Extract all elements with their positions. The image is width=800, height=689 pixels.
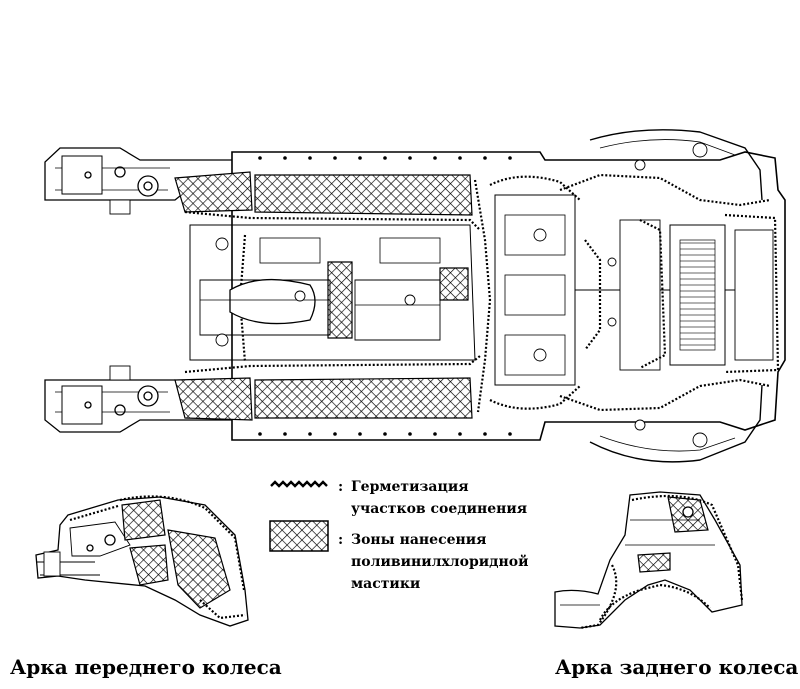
legend-pvc-line-1: Зоны нанесения (351, 532, 487, 548)
legend-seal-symbol (270, 480, 328, 488)
pvc-zones-front-arch (121, 499, 231, 609)
legend-pvc-separator: : (338, 532, 344, 548)
legend-seal-line-2: участков соединения (351, 501, 528, 517)
legend-seal-line-1: Герметизация (351, 479, 469, 495)
legend-pvc-line-3: мастики (351, 576, 421, 592)
front-arch-drawing (35, 495, 249, 627)
legend-pvc-symbol (269, 520, 329, 552)
seal-seams-main (184, 173, 780, 413)
legend-seal-separator: : (338, 479, 344, 495)
rear-arch-drawing (554, 491, 744, 630)
underbody-view (44, 129, 786, 463)
legend-pvc-line-2: поливинилхлоридной (351, 554, 529, 570)
front-arch-caption: Арка переднего колеса (10, 655, 282, 679)
rear-arch-caption: Арка заднего колеса (555, 655, 799, 679)
pvc-zones-main (174, 171, 473, 421)
